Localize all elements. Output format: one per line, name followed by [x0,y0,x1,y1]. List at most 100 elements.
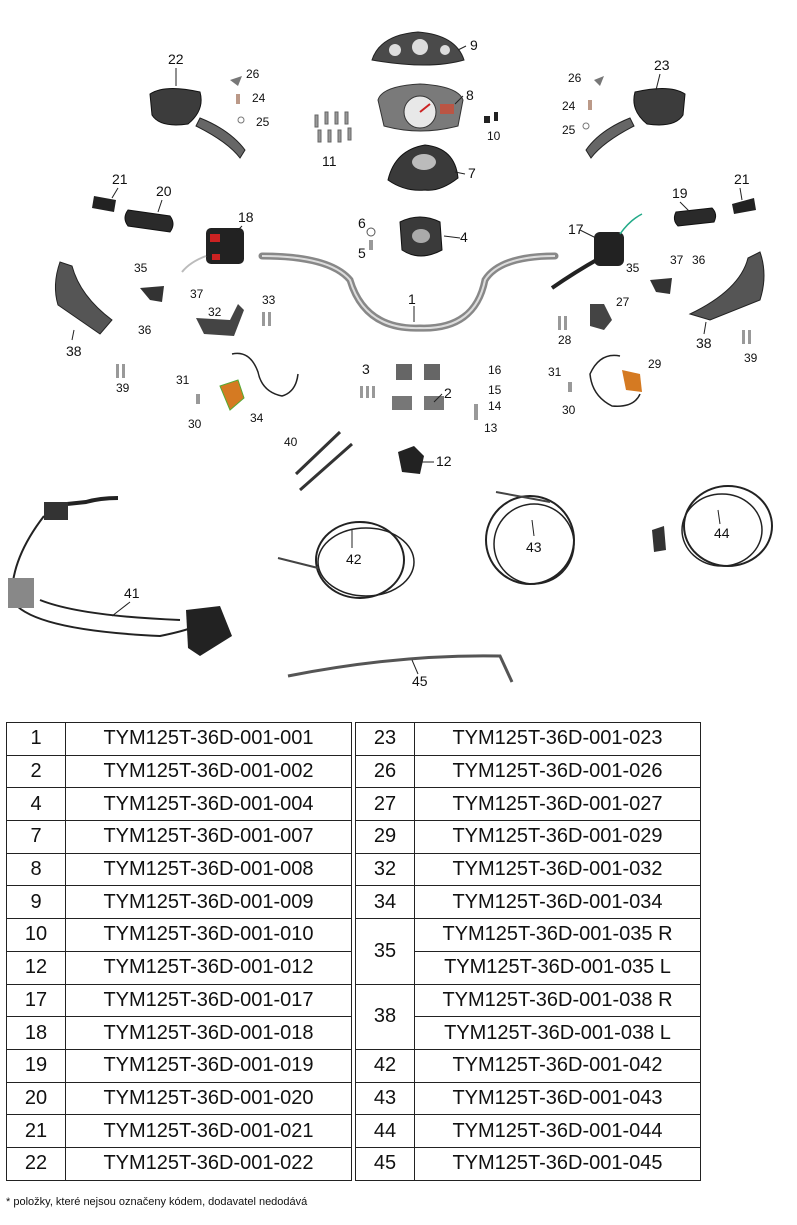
callout-44: 44 [714,525,730,541]
part-12-switch-housing [398,446,424,474]
part-32-bracket [196,304,244,336]
part-42-cable [277,521,415,599]
callout-24-right: 24 [562,99,576,113]
parts-table: 1 TYM125T-36D-001-001 23 TYM125T-36D-001… [6,722,701,1181]
right-code: TYM125T-36D-001-045 [414,1146,701,1181]
part-7-meter-lower-cover [387,144,459,191]
callout-38-left: 38 [66,343,82,359]
callout-17: 17 [568,221,584,237]
column-gap [352,1017,356,1050]
part-4-cover [399,216,443,257]
part-38-left-cover [54,261,113,335]
callout-7: 7 [468,165,476,181]
left-num: 7 [6,820,66,854]
left-code: TYM125T-36D-001-021 [65,1114,352,1148]
table-row: 7 TYM125T-36D-001-007 29 TYM125T-36D-001… [6,820,701,854]
table-row: 1 TYM125T-36D-001-001 23 TYM125T-36D-001… [6,722,701,756]
callout-24-left: 24 [252,91,266,105]
callout-1: 1 [408,291,416,307]
part-19-right-grip [673,207,717,227]
right-code: TYM125T-36D-001-042 [414,1048,701,1083]
callout-12: 12 [436,453,452,469]
part-23-right-mirror [585,88,686,159]
left-num: 17 [6,983,66,1018]
left-num: 2 [6,754,66,789]
left-code: TYM125T-36D-001-018 [65,1016,352,1050]
left-code: TYM125T-36D-001-010 [65,918,352,952]
callout-34: 34 [250,411,264,425]
table-row: 17 TYM125T-36D-001-017 38 TYM125T-36D-00… [6,983,701,1050]
callout-26-right: 26 [568,71,582,85]
exploded-parts-diagram: 9 8 10 7 11 6 5 4 1 22 26 24 25 23 26 24… [8,31,773,689]
callout-6: 6 [358,215,366,231]
left-code: TYM125T-36D-001-007 [65,820,352,854]
callout-16: 16 [488,363,502,377]
table-row: 19 TYM125T-36D-001-019 42 TYM125T-36D-00… [6,1048,701,1083]
right-code: TYM125T-36D-001-038 R [414,983,701,1018]
callout-22: 22 [168,51,184,67]
callout-20: 20 [156,183,172,199]
part-1-handlebar [258,252,559,332]
left-num: 18 [6,1016,66,1050]
callout-19: 19 [672,185,688,201]
callout-8: 8 [466,87,474,103]
right-num: 35 [355,918,415,985]
callout-39-left: 39 [116,381,130,395]
left-code: TYM125T-36D-001-017 [65,983,352,1018]
table-row: 12 TYM125T-36D-001-012 TYM125T-36D-001-0… [6,950,701,985]
callout-23: 23 [654,57,670,73]
small-fasteners [116,312,751,420]
right-num: 38 [355,983,415,1050]
part-40-cable-ties [294,430,353,492]
callout-5: 5 [358,245,366,261]
callout-40: 40 [284,435,298,449]
callout-11: 11 [322,153,337,169]
callout-36-right: 36 [692,253,706,267]
callout-42: 42 [346,551,362,567]
callout-35-left: 35 [134,261,148,275]
right-code: TYM125T-36D-001-044 [414,1114,701,1148]
part-5-6-screw-washer [366,227,376,250]
callout-45: 45 [412,673,428,689]
callout-25-left: 25 [256,115,270,129]
callout-21-left: 21 [112,171,128,187]
right-code: TYM125T-36D-001-043 [414,1081,701,1116]
callout-27: 27 [616,295,630,309]
right-num: 29 [355,820,415,854]
right-num: 44 [355,1114,415,1148]
callout-2: 2 [444,385,452,401]
left-num: 20 [6,1081,66,1116]
part-35-brackets [140,278,672,302]
right-code: TYM125T-36D-001-032 [414,852,701,887]
left-num: 1 [6,722,66,756]
part-10-clips [484,112,498,123]
callout-38-right: 38 [696,335,712,351]
callout-28: 28 [558,333,572,347]
table-row: 8 TYM125T-36D-001-008 32 TYM125T-36D-001… [6,852,701,887]
callout-25-right: 25 [562,123,576,137]
right-code: TYM125T-36D-001-026 [414,754,701,789]
callout-31-left: 31 [176,373,190,387]
part-27-bracket [590,304,612,330]
callout-37-right: 37 [670,253,684,267]
left-code: TYM125T-36D-001-002 [65,754,352,789]
callout-36-left: 36 [138,323,152,337]
part-34-left-turn-signal [219,352,299,411]
callout-30-right: 30 [562,403,576,417]
part-9-meter-cover [371,31,465,66]
callout-15: 15 [488,383,502,397]
part-41-brake-assembly [8,496,232,656]
part-2-handlebar-holders [392,364,444,410]
right-num: 26 [355,754,415,789]
part-29-right-turn-signal [589,354,642,407]
part-45-cable [287,654,514,683]
part-17-right-switch-lever [550,213,643,290]
left-num: 8 [6,852,66,887]
callout-3: 3 [362,361,370,377]
callout-39-right: 39 [744,351,758,365]
left-num: 21 [6,1114,66,1148]
callout-33: 33 [262,293,276,307]
part-8-speedometer [377,83,464,132]
callout-37-left: 37 [190,287,204,301]
left-code: TYM125T-36D-001-008 [65,852,352,887]
